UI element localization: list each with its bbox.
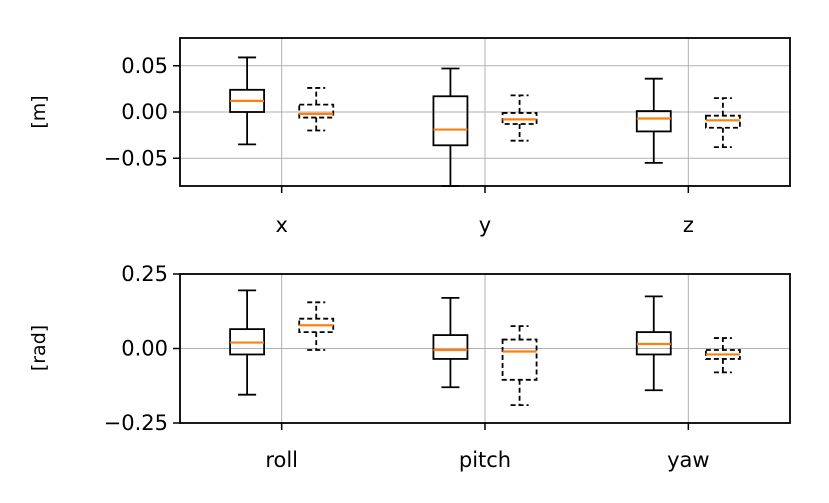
x-tick-label-roll: roll bbox=[265, 448, 298, 472]
x-tick-label-yaw: yaw bbox=[667, 448, 709, 472]
panel-1: 0.05 0.00 −0.05 x y z [m] bbox=[28, 37, 791, 237]
box-iqr bbox=[635, 110, 672, 133]
box-iqr bbox=[432, 334, 469, 360]
box-y-solid bbox=[432, 67, 469, 187]
x-tick-label-z: z bbox=[683, 213, 694, 237]
box-z-dashed bbox=[705, 97, 741, 149]
box-x-solid bbox=[229, 56, 266, 146]
y-tick-label: 0.00 bbox=[121, 100, 168, 124]
box-roll-solid bbox=[229, 289, 266, 396]
y-tick-label: −0.05 bbox=[104, 146, 168, 170]
box-iqr bbox=[298, 103, 335, 119]
box-pitch-solid bbox=[432, 296, 469, 389]
y-axis-label: [rad] bbox=[28, 325, 50, 371]
box-yaw-solid bbox=[635, 295, 672, 392]
box-yaw-dashed bbox=[705, 337, 741, 374]
x-tick-label-y: y bbox=[479, 213, 491, 237]
box-pitch-dashed bbox=[501, 325, 538, 407]
box-x-dashed bbox=[298, 87, 335, 132]
panel-2: 0.25 0.00 −0.25 roll pitch yaw [rad] bbox=[28, 262, 791, 472]
box-iqr bbox=[501, 338, 538, 381]
box-roll-dashed bbox=[298, 301, 335, 351]
y-tick-label: 0.05 bbox=[121, 54, 168, 78]
x-tick-label-pitch: pitch bbox=[459, 448, 511, 472]
box-iqr bbox=[432, 95, 469, 147]
box-z-solid bbox=[635, 77, 672, 164]
y-tick-label: 0.00 bbox=[121, 337, 168, 361]
y-axis-label: [m] bbox=[28, 95, 50, 128]
y-tick-label: −0.25 bbox=[104, 411, 168, 435]
box-iqr bbox=[705, 114, 741, 129]
x-tick-label-x: x bbox=[275, 213, 287, 237]
y-tick-label: 0.25 bbox=[121, 262, 168, 286]
box-y-dashed bbox=[501, 94, 538, 142]
